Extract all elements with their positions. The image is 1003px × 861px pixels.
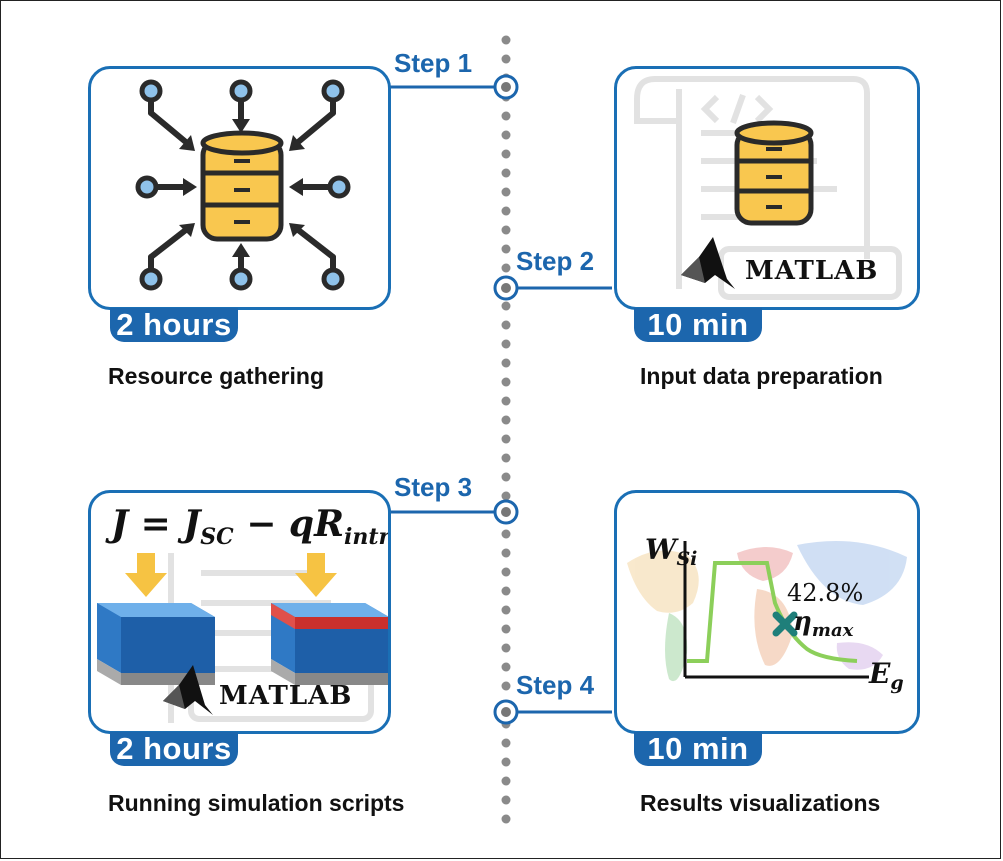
timeline-dot: [501, 567, 511, 577]
timeline-dot: [501, 681, 511, 691]
timeline-dot: [501, 605, 511, 615]
current-equation: J = JSC − qRintrW: [111, 503, 391, 550]
timeline-dot: [501, 111, 511, 121]
time-badge-step-4: 10 min: [634, 731, 762, 766]
efficiency-value: 42.8%: [787, 579, 864, 607]
timeline-dot: [501, 54, 511, 64]
timeline-dot: [501, 472, 511, 482]
timeline-dot: [501, 206, 511, 216]
x-axis-label: Eg: [869, 657, 904, 694]
matlab-logo-icon: [681, 237, 735, 289]
step-2-label: Step 2: [516, 246, 595, 276]
timeline-dot: [501, 795, 511, 805]
card-results-visualizations: WSi Eg 42.8% ηmax: [614, 490, 920, 734]
caption-step-3: Running simulation scripts: [108, 790, 405, 816]
solar-cell-icon: [97, 553, 388, 723]
timeline-dot: [501, 586, 511, 596]
time-badge-step-2: 10 min: [634, 307, 762, 342]
card-resource-gathering: [88, 66, 391, 310]
timeline-dot: [501, 263, 511, 273]
timeline-dot: [501, 339, 511, 349]
timeline-dot: [501, 738, 511, 748]
step-3-label: Step 3: [394, 472, 473, 502]
card-input-data-preparation: MATLAB: [614, 66, 920, 310]
time-badge-step-3: 2 hours: [110, 731, 238, 766]
code-document-icon: [634, 76, 902, 300]
timeline-dot: [501, 130, 511, 140]
timeline-dot: [501, 624, 511, 634]
matlab-logo-text: MATLAB: [219, 681, 353, 711]
timeline-dot: [501, 35, 511, 45]
timeline-dot: [501, 757, 511, 767]
matlab-logo-text: MATLAB: [745, 256, 879, 286]
timeline-dot: [501, 320, 511, 330]
efficiency-label: ηmax: [793, 607, 854, 641]
timeline-dot: [501, 358, 511, 368]
timeline-dot: [501, 548, 511, 558]
matlab-logo-icon: [163, 665, 213, 715]
timeline-dot: [501, 453, 511, 463]
world-map-icon: [627, 541, 907, 682]
step-4-label: Step 4: [516, 670, 595, 700]
database-icon: [135, 79, 351, 291]
caption-step-2: Input data preparation: [640, 363, 883, 389]
timeline-dot: [501, 149, 511, 159]
timeline-dot: [501, 301, 511, 311]
timeline-dot: [501, 643, 511, 653]
timeline-dot: [501, 529, 511, 539]
caption-step-1: Resource gathering: [108, 363, 324, 389]
timeline-dot: [501, 434, 511, 444]
step-1-label: Step 1: [394, 48, 473, 78]
timeline-dot: [501, 776, 511, 786]
timeline-dot: [501, 168, 511, 178]
timeline-dot: [501, 187, 511, 197]
y-axis-label: WSi: [645, 533, 698, 570]
timeline-dot: [501, 396, 511, 406]
caption-step-4: Results visualizations: [640, 790, 881, 816]
card-running-simulation-scripts: J = JSC − qRintrW MATLAB: [88, 490, 391, 734]
timeline-dot: [501, 244, 511, 254]
timeline-dot: [501, 225, 511, 235]
time-badge-step-1: 2 hours: [110, 307, 238, 342]
timeline-dot: [501, 377, 511, 387]
timeline-dot: [501, 415, 511, 425]
timeline-dot: [501, 662, 511, 672]
timeline-dot: [501, 814, 511, 824]
timeline-dot: [501, 491, 511, 501]
